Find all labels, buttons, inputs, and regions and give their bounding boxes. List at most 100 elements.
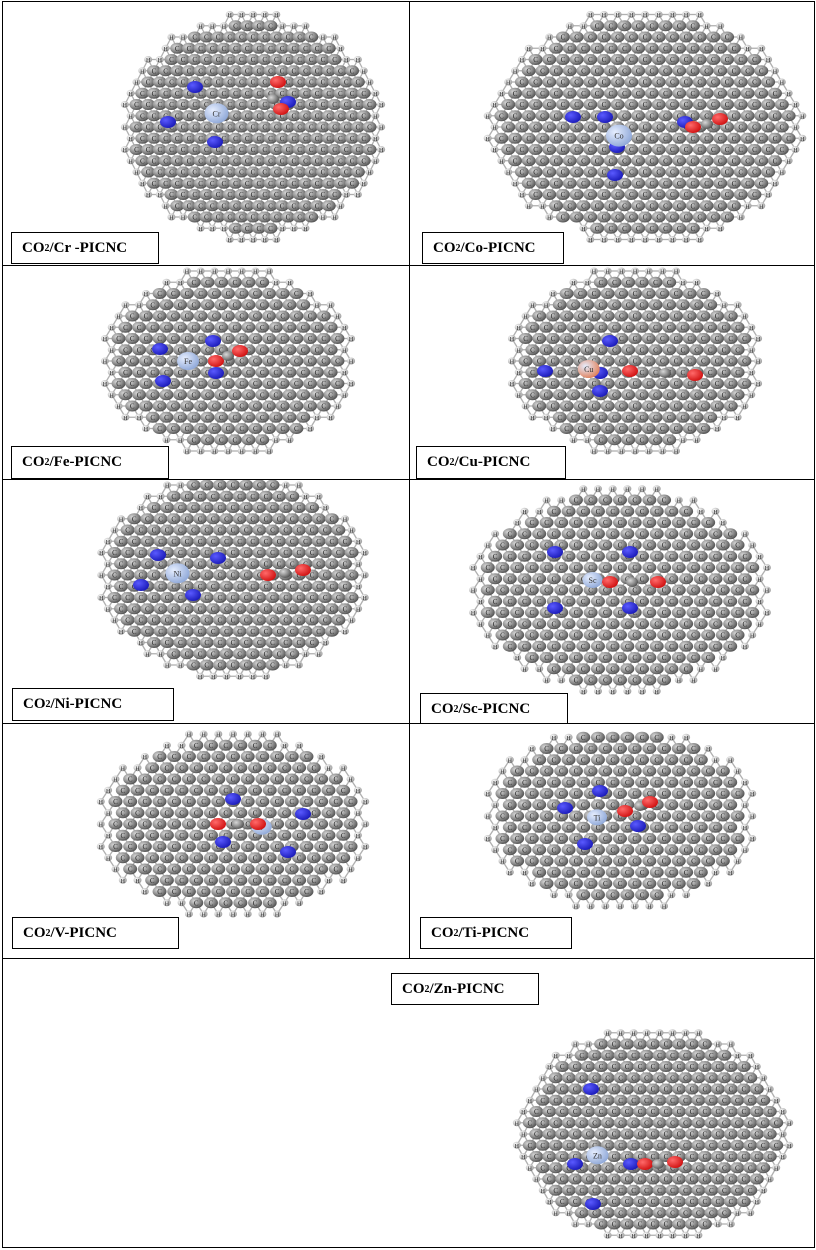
hydrogen-label: H [164,438,169,444]
carbon-atom [587,1072,602,1084]
carbon-label: C [143,843,148,851]
carbon-label: C [662,745,667,753]
carbon-atom [706,144,721,155]
carbon-label: C [287,391,292,399]
hydrogen-atom [770,179,779,187]
carbon-atom [669,400,684,412]
hydrogen-atom [667,891,676,899]
carbon-atom [747,144,762,155]
carbon-atom [255,321,270,333]
carbon-atom [286,200,301,212]
hydrogen-atom [347,357,356,365]
hydrogen-atom [359,67,368,75]
carbon-atom [181,65,196,77]
carbon-label: C [294,335,299,343]
hydrogen-label: H [603,905,608,911]
hydrogen-label: H [793,126,798,132]
carbon-label: C [267,832,272,840]
carbon-label: C [694,346,699,354]
hydrogen-label: H [683,1031,688,1037]
oxygen-atom [642,796,658,808]
carbon-atom [298,65,313,77]
carbon-label: C [233,90,238,98]
carbon-atom [686,562,701,573]
carbon-atom [333,110,348,122]
carbon-label: C [231,753,236,761]
carbon-atom [257,31,272,43]
carbon-atom [193,110,208,122]
nitrogen-atom [150,549,166,561]
carbon-atom [583,855,598,867]
hydrogen-atom [569,436,578,444]
carbon-atom [685,87,700,99]
hydrogen-atom [711,507,720,515]
carbon-label: C [544,858,549,866]
carbon-atom [153,535,168,547]
carbon-label: C [274,414,279,422]
carbon-label: C [204,214,209,222]
carbon-label: C [164,301,169,309]
carbon-label: C [588,677,593,685]
carbon-atom [179,625,194,637]
hydrogen-label: H [292,227,297,233]
carbon-atom [114,535,129,547]
carbon-atom [141,76,156,88]
carbon-atom [561,528,576,540]
carbon-label: C [343,583,348,591]
carbon-label: C [522,598,527,606]
carbon-atom [309,389,324,401]
carbon-atom [286,65,301,77]
carbon-label: C [219,414,224,422]
carbon-atom [628,288,642,299]
carbon-atom [627,765,642,777]
hydrogen-atom [176,436,185,444]
carbon-atom [298,132,313,144]
carbon-label: C [640,665,645,673]
carbon-label: C [622,112,627,120]
carbon-atom [580,389,595,401]
carbon-atom [233,874,248,886]
carbon-atom [141,166,156,178]
hydrogen-atom [565,22,574,30]
hydrogen-atom [96,798,105,805]
hydrogen-atom [491,846,500,854]
carbon-label: C [691,813,696,821]
carbon-label: C [205,391,210,399]
carbon-atom [605,550,620,562]
carbon-label: C [522,620,527,628]
carbon-atom [296,411,311,423]
carbon-label: C [608,202,613,210]
carbon-label: C [540,90,545,98]
carbon-label: C [640,508,645,516]
carbon-label: C [618,813,623,821]
carbon-atom [693,866,708,878]
carbon-label: C [150,764,155,772]
carbon-atom [196,818,211,830]
carbon-label: C [663,180,668,188]
hydrogen-label: H [222,24,227,30]
carbon-atom [605,505,620,517]
hydrogen-label: H [106,540,111,546]
carbon-atom [554,517,569,528]
hydrogen-atom [360,549,369,556]
hydrogen-atom [798,134,807,142]
metal-label: Ti [594,813,602,822]
carbon-atom [586,288,601,299]
carbon-atom [525,344,540,356]
carbon-label: C [123,391,128,399]
carbon-label: C [262,101,267,109]
carbon-atom [532,776,547,788]
carbon-atom [269,121,284,133]
carbon-label: C [260,324,265,332]
carbon-label: C [152,572,157,580]
carbon-atom [280,31,295,43]
carbon-label: C [226,313,231,321]
carbon-label: C [165,787,170,795]
carbon-atom [562,155,577,167]
carbon-label: C [697,169,702,177]
hydrogen-label: H [773,69,778,75]
nitrogen-atom [155,375,171,387]
carbon-atom [268,321,283,333]
carbon-label: C [708,391,713,399]
carbon-label: C [722,1052,727,1060]
